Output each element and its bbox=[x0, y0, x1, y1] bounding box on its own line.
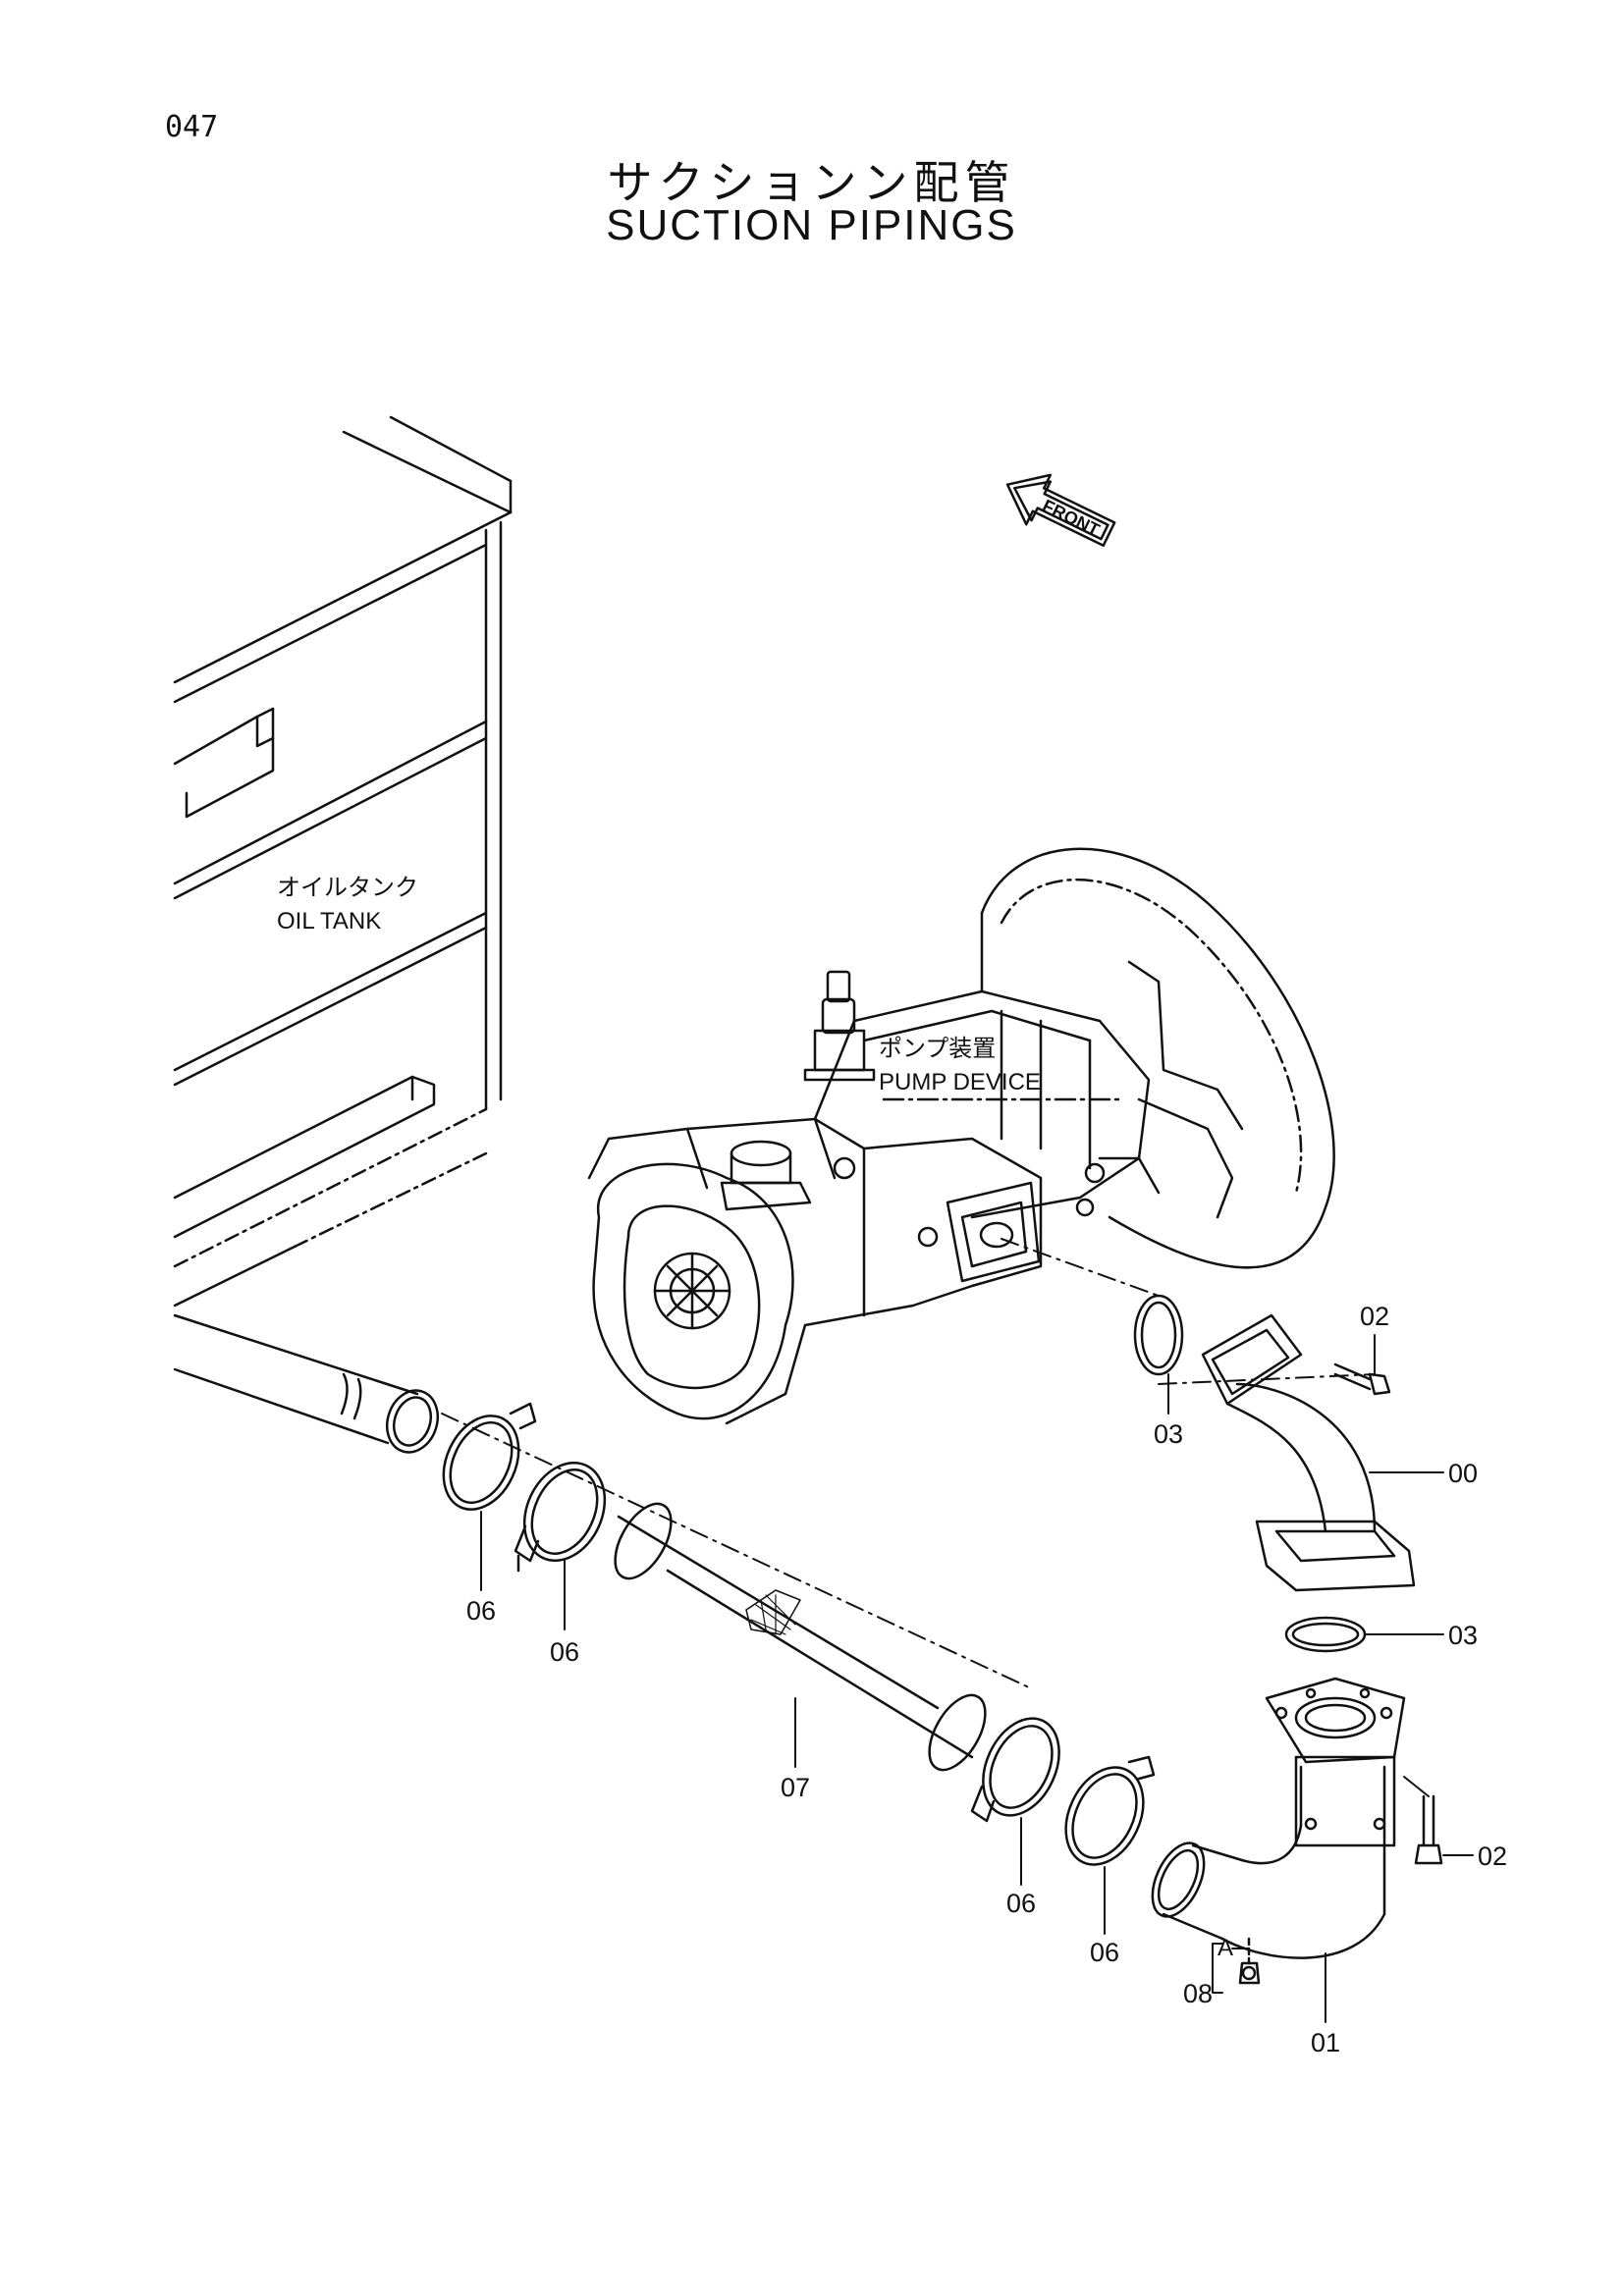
front-direction-arrow: FRONT bbox=[1005, 473, 1116, 548]
oil-tank-label: OIL TANK bbox=[277, 908, 381, 934]
page-number: 047 bbox=[165, 110, 219, 144]
flywheel-housing bbox=[980, 847, 1335, 1269]
callout-06-c: 06 bbox=[1006, 1889, 1036, 1918]
callout-06-a: 06 bbox=[466, 1596, 496, 1626]
o-ring-upper bbox=[1133, 1294, 1184, 1376]
callout-02-upper: 02 bbox=[1360, 1302, 1389, 1331]
callout-06-d: 06 bbox=[1090, 1938, 1119, 1967]
elbow-pipe-00 bbox=[1201, 1313, 1416, 1592]
callout-07: 07 bbox=[781, 1773, 810, 1802]
callout-06-b: 06 bbox=[550, 1637, 579, 1667]
hose-clamp-06-c bbox=[970, 1717, 1060, 1823]
tank-suction-pipe bbox=[173, 1313, 440, 1454]
hose-clamp-06-d bbox=[1064, 1755, 1156, 1866]
hose-clamp-06-a bbox=[442, 1402, 537, 1511]
pump-device-drawing bbox=[587, 970, 1161, 1425]
callout-03-lower: 03 bbox=[1448, 1621, 1478, 1650]
suction-hose-07 bbox=[614, 1502, 987, 1772]
page-title-japanese: サクションン配管 bbox=[607, 156, 1016, 209]
oil-tank-label-jp: オイルタンク bbox=[277, 875, 418, 901]
suction-pipe-01 bbox=[1151, 1677, 1406, 1985]
detail-a-marker: A bbox=[1217, 1935, 1233, 1961]
callout-02-lower: 02 bbox=[1478, 1842, 1507, 1871]
pump-device-label-jp: ポンプ装置 bbox=[879, 1036, 996, 1062]
oil-tank-drawing bbox=[173, 415, 513, 1308]
callout-03-upper: 03 bbox=[1154, 1419, 1183, 1449]
callout-leaders bbox=[480, 1334, 1474, 2023]
page-title: SUCTION PIPINGS bbox=[606, 201, 1017, 249]
callout-01: 01 bbox=[1311, 2028, 1340, 2057]
bolt-02-upper bbox=[1333, 1362, 1391, 1396]
bolt-02-lower bbox=[1414, 1794, 1443, 1865]
callout-00: 00 bbox=[1448, 1459, 1478, 1488]
pump-device-label: PUMP DEVICE bbox=[879, 1069, 1041, 1095]
hose-clamp-06-b bbox=[514, 1461, 607, 1573]
callout-08: 08 bbox=[1183, 1979, 1213, 2008]
